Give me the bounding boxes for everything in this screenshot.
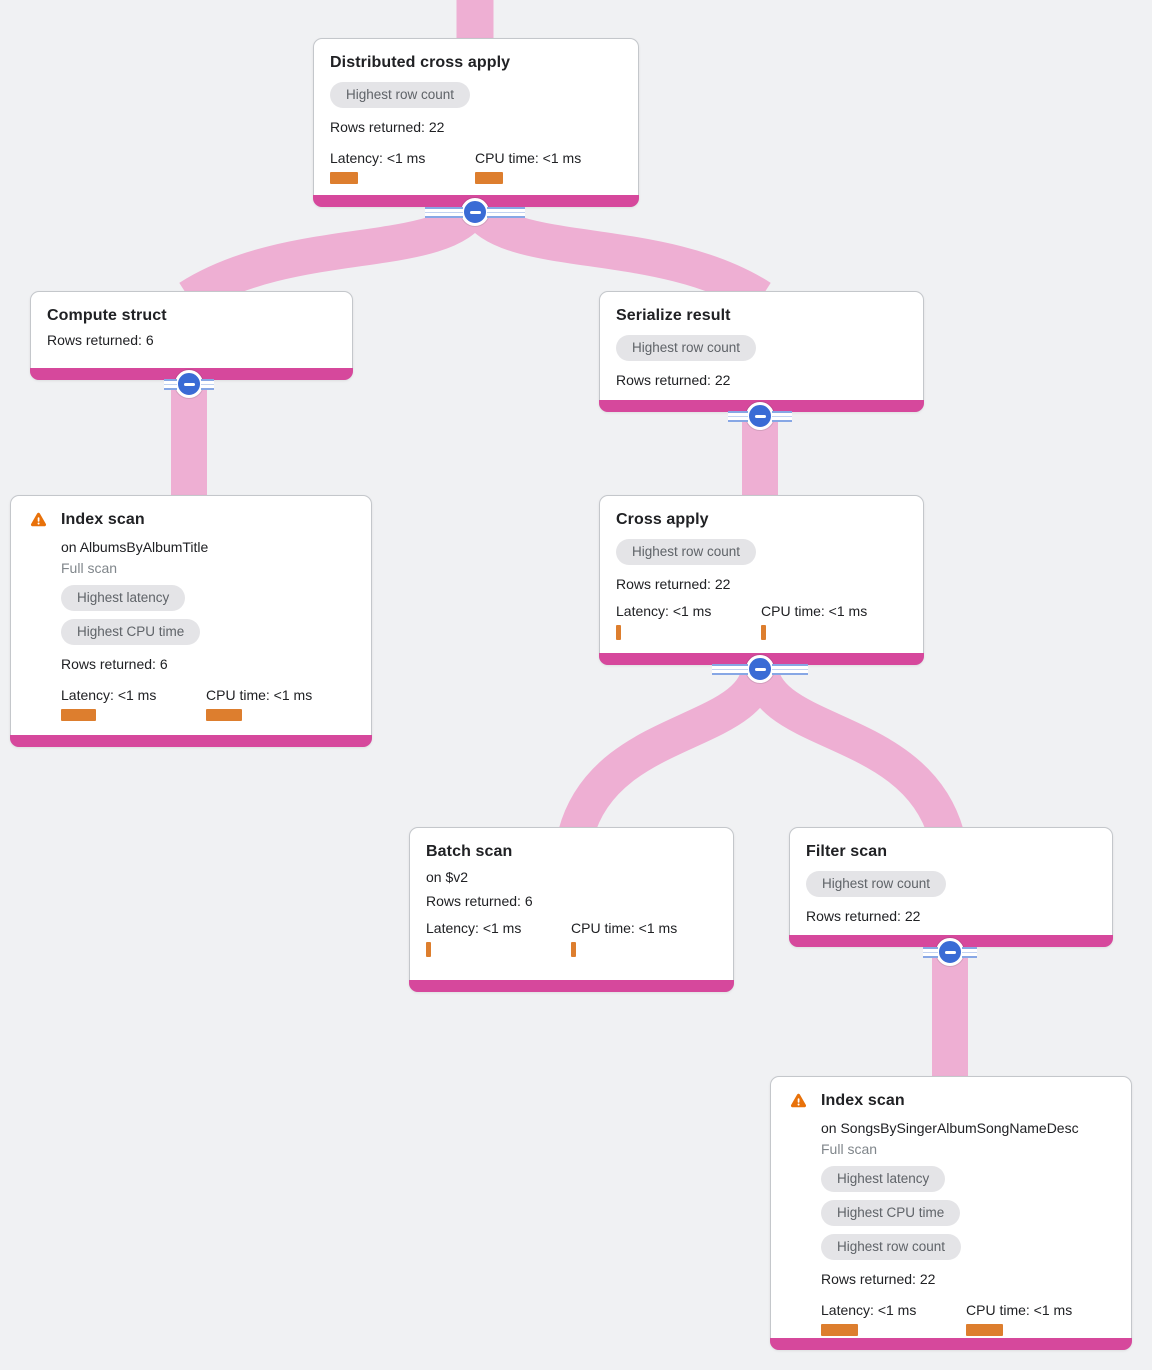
collapse-control-serialize-result: [728, 402, 792, 430]
node-footer-bar: [10, 735, 372, 747]
minus-icon: [469, 210, 481, 214]
rows-returned: Rows returned: 22: [806, 908, 921, 924]
edge-distributed-cross-apply-to-serialize-result: [458, 195, 771, 314]
edge-cross-apply-to-filter-scan: [742, 661, 964, 840]
badge-highest-row-count: Highest row count: [821, 1234, 962, 1260]
minus-icon: [754, 414, 766, 418]
edge-cross-apply-to-batch-scan: [558, 661, 778, 840]
full-scan-note: Full scan: [61, 560, 118, 576]
plan-node-serialize-result[interactable]: Serialize result Highest row count Rows …: [599, 291, 924, 412]
plan-node-distributed-cross-apply[interactable]: Distributed cross apply Highest row coun…: [313, 38, 639, 207]
minus-icon: [944, 950, 956, 954]
collapse-stripe-left: [728, 410, 748, 422]
cpu-time-label: CPU time: <1 ms: [475, 150, 582, 166]
node-title: Index scan: [61, 511, 145, 528]
latency-bar: [616, 625, 621, 640]
node-title: Compute struct: [47, 307, 167, 324]
node-subtitle: on AlbumsByAlbumTitle: [61, 539, 209, 555]
node-title: Batch scan: [426, 843, 513, 860]
collapse-control-distributed-cross-apply: [425, 198, 525, 226]
rows-returned: Rows returned: 22: [616, 576, 731, 592]
rows-returned: Rows returned: 22: [616, 372, 731, 388]
rows-returned: Rows returned: 6: [426, 893, 533, 909]
collapse-stripe-left: [923, 946, 938, 958]
rows-returned: Rows returned: 6: [47, 332, 154, 348]
latency-bar: [821, 1324, 858, 1336]
badge-highest-row-count: Highest row count: [806, 871, 947, 897]
collapse-button[interactable]: [175, 370, 203, 398]
collapse-stripe-left: [425, 206, 463, 218]
badge-highest-row-count: Highest row count: [616, 335, 757, 361]
plan-node-filter-scan[interactable]: Filter scan Highest row count Rows retur…: [789, 827, 1113, 947]
plan-node-index-scan-songs[interactable]: Index scan on SongsBySingerAlbumSongName…: [770, 1076, 1132, 1350]
latency-label: Latency: <1 ms: [821, 1302, 917, 1318]
minus-icon: [183, 382, 195, 386]
node-title: Cross apply: [616, 511, 709, 528]
latency-bar: [61, 709, 96, 721]
minus-icon: [754, 667, 766, 671]
badge-highest-row-count: Highest row count: [330, 82, 471, 108]
collapse-button[interactable]: [746, 402, 774, 430]
cpu-time-label: CPU time: <1 ms: [761, 603, 868, 619]
collapse-stripe-right: [772, 410, 792, 422]
collapse-stripe-left: [164, 378, 177, 390]
cpu-time-label: CPU time: <1 ms: [571, 920, 678, 936]
plan-node-batch-scan[interactable]: Batch scan on $v2 Rows returned: 6 Laten…: [409, 827, 734, 992]
node-footer-bar: [409, 980, 734, 992]
collapse-stripe-right: [772, 663, 808, 675]
collapse-button[interactable]: [746, 655, 774, 683]
collapse-stripe-right: [487, 206, 525, 218]
plan-node-cross-apply[interactable]: Cross apply Highest row count Rows retur…: [599, 495, 924, 665]
rows-returned: Rows returned: 22: [821, 1271, 936, 1287]
collapse-stripe-right: [201, 378, 214, 390]
latency-bar: [426, 942, 431, 957]
badge-highest-latency: Highest latency: [61, 585, 186, 611]
collapse-stripe-left: [712, 663, 748, 675]
cpu-time-label: CPU time: <1 ms: [206, 687, 313, 703]
node-subtitle: on $v2: [426, 869, 469, 885]
collapse-button[interactable]: [461, 198, 489, 226]
collapse-control-cross-apply: [712, 655, 808, 683]
edge-distributed-cross-apply-to-compute-struct: [179, 195, 492, 314]
plan-node-compute-struct[interactable]: Compute struct Rows returned: 6: [30, 291, 353, 380]
warning-icon: [789, 1090, 821, 1336]
collapse-stripe-right: [962, 946, 977, 958]
cpu-time-bar: [475, 172, 503, 184]
node-title: Distributed cross apply: [330, 54, 511, 71]
latency-label: Latency: <1 ms: [426, 920, 522, 936]
cpu-time-label: CPU time: <1 ms: [966, 1302, 1073, 1318]
cpu-time-bar: [206, 709, 242, 721]
latency-label: Latency: <1 ms: [616, 603, 712, 619]
badge-highest-latency: Highest latency: [821, 1166, 946, 1192]
cpu-time-bar: [966, 1324, 1003, 1336]
rows-returned: Rows returned: 6: [61, 656, 168, 672]
warning-icon: [29, 509, 61, 721]
full-scan-note: Full scan: [821, 1141, 878, 1157]
node-footer-bar: [770, 1338, 1132, 1350]
badge-highest-row-count: Highest row count: [616, 539, 757, 565]
collapse-button[interactable]: [936, 938, 964, 966]
rows-returned: Rows returned: 22: [330, 119, 445, 135]
cpu-time-bar: [761, 625, 766, 640]
cpu-time-bar: [571, 942, 576, 957]
plan-node-index-scan-albums[interactable]: Index scan on AlbumsByAlbumTitle Full sc…: [10, 495, 372, 747]
latency-label: Latency: <1 ms: [330, 150, 426, 166]
latency-bar: [330, 172, 358, 184]
badge-highest-cpu-time: Highest CPU time: [821, 1200, 961, 1226]
collapse-control-filter-scan: [923, 938, 977, 966]
collapse-control-compute-struct: [164, 370, 214, 398]
latency-label: Latency: <1 ms: [61, 687, 157, 703]
node-title: Serialize result: [616, 307, 731, 324]
node-title: Index scan: [821, 1092, 905, 1109]
node-title: Filter scan: [806, 843, 888, 860]
node-subtitle: on SongsBySingerAlbumSongNameDesc: [821, 1120, 1079, 1136]
badge-highest-cpu-time: Highest CPU time: [61, 619, 201, 645]
